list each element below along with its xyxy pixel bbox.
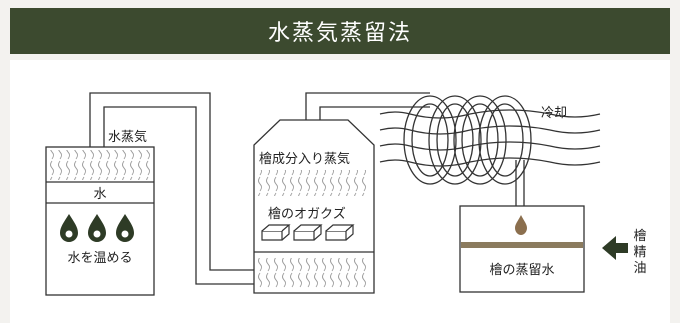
boiler: 水 水を温める — [45, 146, 155, 296]
oil-label-char: 油 — [633, 261, 646, 276]
page-title: 水蒸気蒸留法 — [267, 21, 412, 46]
title-banner: 水蒸気蒸留法 — [10, 8, 670, 54]
heat-drop-icon — [60, 214, 78, 242]
boiler-steam — [47, 150, 153, 180]
drain-pipe — [515, 160, 525, 206]
heat-drop-icon — [88, 214, 106, 242]
boiler-water-label: 水 — [93, 187, 106, 202]
still-steam — [258, 170, 370, 196]
still-bottom-steam — [258, 258, 370, 288]
receiver-label: 檜の蒸留水 — [489, 262, 554, 278]
heat-drop-icon — [116, 214, 134, 242]
coil-label: 冷却 — [541, 106, 567, 121]
receiver-vessel: 檜の蒸留水 — [459, 205, 585, 293]
still-steam-label: 檜成分入り蒸気 — [259, 151, 350, 167]
cooling-coil — [403, 95, 532, 185]
steam-pipe — [89, 92, 262, 285]
oil-drop-icon — [515, 215, 527, 235]
cooling-water-lines — [379, 109, 601, 167]
still-material-label: 檜のオガクズ — [268, 206, 346, 222]
arrow-left-icon — [602, 236, 628, 260]
boiler-heat-label: 水を温める — [67, 251, 132, 266]
vapor-pipe — [305, 92, 430, 120]
oil-label-char: 檜 — [633, 228, 646, 244]
oil-label-char: 精 — [633, 245, 646, 260]
boiler-steam-label: 水蒸気 — [108, 129, 147, 145]
distillation-still — [253, 119, 375, 294]
wood-chip-icons — [261, 224, 355, 241]
oil-layer — [461, 242, 583, 248]
